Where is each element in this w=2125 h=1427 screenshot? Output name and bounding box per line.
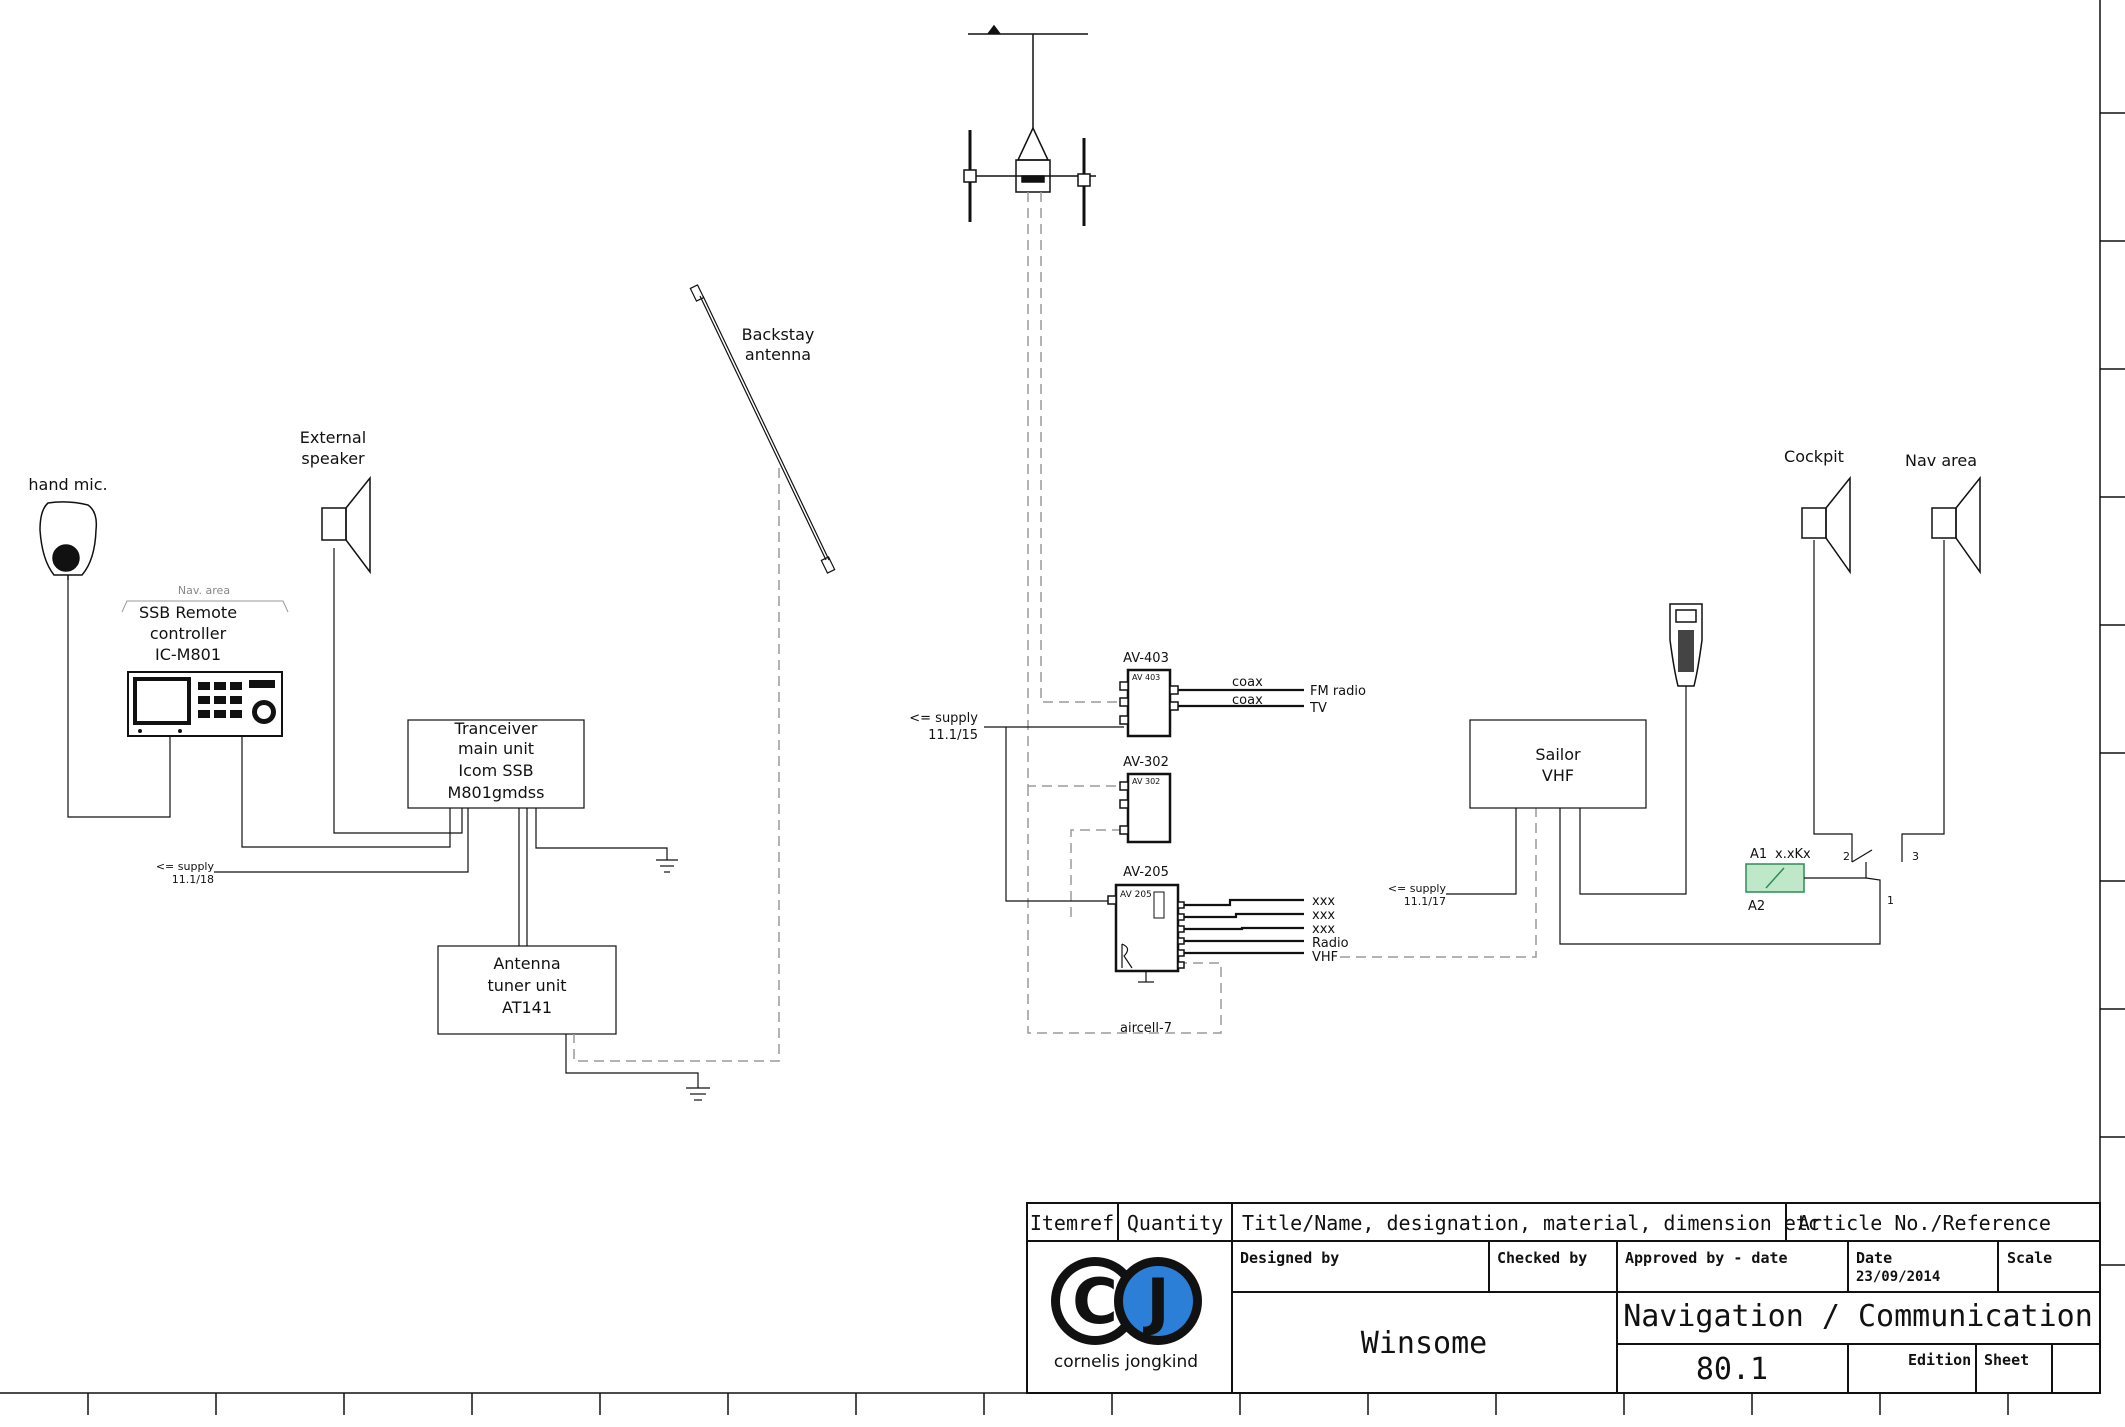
aircell-label: aircell-7 <box>1120 1021 1172 1036</box>
relay-a1-label: A1 <box>1750 847 1767 862</box>
supply-mid-label-1: <= supply <box>909 711 978 726</box>
title-block-sheet: Sheet <box>1984 1351 2029 1369</box>
external-speaker-label-1: External <box>300 428 366 447</box>
sailor-vhf-box <box>1469 719 1647 809</box>
cockpit-label: Cockpit <box>1784 447 1844 466</box>
av403-outputs <box>1178 688 1304 708</box>
relay-pin2-label: 2 <box>1843 850 1850 863</box>
relay-coil-mark <box>1765 867 1785 889</box>
supply-left-label-1: <= supply <box>156 860 215 873</box>
vhf-feed-cable <box>1340 808 1537 958</box>
backstay-feed-cable <box>573 468 780 1062</box>
right-wiring <box>1446 540 1945 945</box>
supply-mid-label-2: 11.1/15 <box>928 728 978 743</box>
backstay-label-1: Backstay <box>742 325 815 344</box>
title-block-designed-by: Designed by <box>1240 1249 1339 1267</box>
supply-left-label-2: 11.1/18 <box>172 873 214 886</box>
av403-splitter-icon: AV 403 <box>1119 668 1179 738</box>
nav-area-small-label: Nav. area <box>178 584 230 597</box>
vhf-label: VHF <box>1312 950 1338 965</box>
sailor-vhf-label-2: VHF <box>1542 766 1574 785</box>
title-block-drawing-title: Navigation / Communication <box>1623 1299 2093 1334</box>
ssb-remote-controller-icon <box>127 671 283 737</box>
sailor-vhf-label-1: Sailor <box>1535 745 1581 764</box>
left-wiring <box>67 548 710 1101</box>
nav-area-speaker-icon <box>1931 475 1981 575</box>
coax1-label: coax <box>1232 675 1263 690</box>
svg-text:J: J <box>1142 1265 1169 1338</box>
bottom-ruler-ticks <box>87 1393 2009 1415</box>
antenna-tuner-label-1: Antenna <box>493 954 560 973</box>
antenna-tuner-label-3: AT141 <box>502 998 552 1017</box>
supply-right-label-1: <= supply <box>1388 882 1447 895</box>
antenna-tuner-label-2: tuner unit <box>487 976 566 995</box>
external-speaker-icon <box>321 475 371 575</box>
tv-label: TV <box>1309 701 1327 716</box>
radio-label: Radio <box>1312 936 1349 951</box>
title-block-company: cornelis jongkind <box>1054 1352 1198 1372</box>
svg-text:AV 205: AV 205 <box>1120 890 1152 900</box>
title-block-scale: Scale <box>2007 1249 2052 1267</box>
xxx2-label: xxx <box>1312 908 1335 923</box>
title-block-article-header: Article No./Reference <box>1798 1211 2051 1235</box>
tranceiver-label-3: Icom SSB <box>458 761 533 780</box>
hand-mic-icon <box>39 501 98 580</box>
supply-mid-branch <box>1005 727 1118 902</box>
relay-code-label: x.xKx <box>1775 847 1811 862</box>
supply-right-label-2: 11.1/17 <box>1404 895 1446 908</box>
title-block-checked-by: Checked by <box>1497 1249 1587 1267</box>
xxx3-label: xxx <box>1312 922 1335 937</box>
masthead-feed-cables <box>1027 192 1222 1034</box>
tranceiver-main-unit-box <box>407 719 585 809</box>
tranceiver-label-2: main unit <box>458 739 534 758</box>
backstay-label-2: antenna <box>745 345 811 364</box>
masthead-antenna-icon <box>963 24 1096 226</box>
xxx1-label: xxx <box>1312 894 1335 909</box>
av205-outputs <box>1184 898 1304 955</box>
av205-label: AV-205 <box>1123 865 1169 880</box>
relay-pin3-label: 3 <box>1912 850 1919 863</box>
title-block-project: Winsome <box>1361 1326 1487 1361</box>
av205-splitter-icon: AV 205 <box>1107 883 1185 983</box>
relay-a2-label: A2 <box>1748 899 1765 914</box>
svg-text:C: C <box>1072 1265 1118 1338</box>
title-block-frame <box>1026 1202 2101 1394</box>
ssb-remote-label-1: SSB Remote <box>139 603 237 622</box>
vhf-handset-icon <box>1669 603 1703 687</box>
av302-splitter-icon: AV 302 <box>1119 772 1172 844</box>
svg-text:AV 403: AV 403 <box>1132 673 1160 682</box>
fm-radio-label: FM radio <box>1310 684 1366 699</box>
right-ruler-ticks <box>2100 112 2125 1266</box>
av403-label: AV-403 <box>1123 651 1169 666</box>
title-block-approved-by: Approved by - date <box>1625 1249 1788 1267</box>
title-block-quantity: Quantity <box>1127 1211 1223 1235</box>
nav-area-label: Nav area <box>1905 451 1977 470</box>
cj-logo-icon: C J <box>1051 1257 1202 1345</box>
external-speaker-label-2: speaker <box>301 449 365 468</box>
relay-pin1-label: 1 <box>1887 894 1894 907</box>
hand-mic-label: hand mic. <box>28 475 107 494</box>
ssb-remote-label-3: IC-M801 <box>155 645 221 664</box>
title-block-date-label: Date <box>1856 1249 1892 1267</box>
nav-area-bracket <box>121 600 289 613</box>
svg-text:AV 302: AV 302 <box>1132 777 1160 786</box>
ssb-remote-label-2: controller <box>150 624 227 643</box>
title-block-drawing-number: 80.1 <box>1696 1352 1768 1387</box>
title-block-date-value: 23/09/2014 <box>1856 1269 1940 1285</box>
tranceiver-label-4: M801gmdss <box>448 783 545 802</box>
av302-label: AV-302 <box>1123 755 1169 770</box>
backstay-antenna-icon <box>689 284 836 574</box>
tranceiver-label-1: Tranceiver <box>454 719 538 738</box>
cockpit-speaker-icon <box>1801 475 1851 575</box>
title-block-itemref: Itemref <box>1030 1211 1114 1235</box>
title-block-title-header: Title/Name, designation, material, dimen… <box>1242 1211 1820 1235</box>
title-block-edition: Edition <box>1908 1351 1971 1369</box>
coax2-label: coax <box>1232 693 1263 708</box>
